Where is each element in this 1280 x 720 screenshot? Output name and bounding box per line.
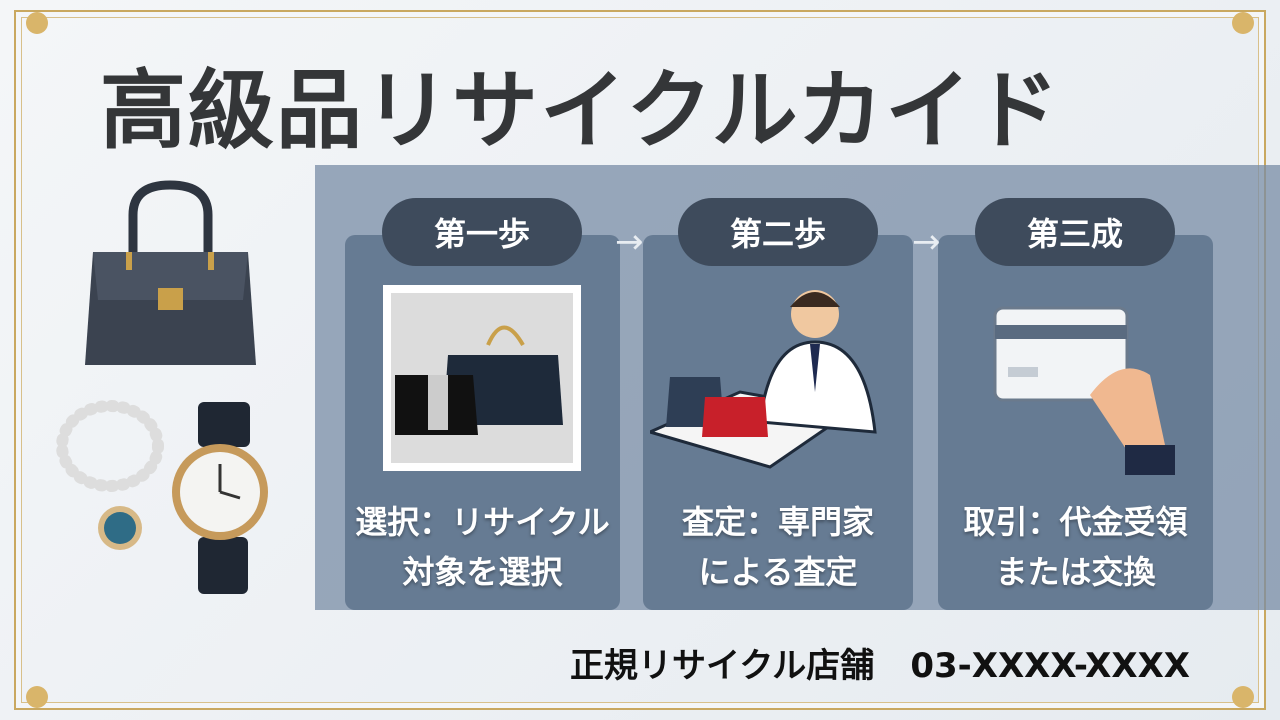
- pearl-bracelet-icon: [56, 400, 164, 550]
- description-line: による査定: [698, 553, 858, 591]
- description-line: 選択：リサイクル: [355, 503, 610, 541]
- description-line: 取引：代金受領: [963, 503, 1188, 541]
- shop-name: 正規リサイクル店舗: [570, 646, 875, 686]
- description-line: 査定：専門家: [681, 503, 874, 541]
- phone-number: 03-XXXX-XXXX: [910, 646, 1191, 686]
- description-line: 対象を選択: [402, 553, 563, 591]
- arrow-icon: →: [615, 222, 644, 262]
- step-3-label: 第三成: [975, 198, 1175, 266]
- step-3-description: 取引：代金受領または交換: [938, 497, 1213, 597]
- step-card-3: [938, 235, 1213, 610]
- appraiser-illustration: [650, 290, 877, 469]
- wristwatch-icon: [172, 402, 268, 594]
- step-1-label: 第一歩: [382, 198, 582, 266]
- step-1-description: 選択：リサイクル対象を選択: [345, 497, 620, 597]
- handbag-icon: [85, 180, 256, 365]
- corner-ornament: [1232, 12, 1254, 34]
- handbags-photo: [383, 285, 581, 471]
- step-2-label: 第二歩: [678, 198, 878, 266]
- arrow-icon: →: [912, 222, 941, 262]
- corner-ornament: [26, 12, 48, 34]
- contact-footer: 正規リサイクル店舗 03-XXXX-XXXX: [570, 638, 1190, 687]
- step-2-description: 査定：専門家による査定: [643, 497, 913, 597]
- description-line: または交換: [995, 553, 1156, 591]
- corner-ornament: [1232, 686, 1254, 708]
- credit-card-hand-illustration: [993, 306, 1175, 475]
- page-title: 高級品リサイクルカイド: [100, 61, 1062, 161]
- corner-ornament: [26, 686, 48, 708]
